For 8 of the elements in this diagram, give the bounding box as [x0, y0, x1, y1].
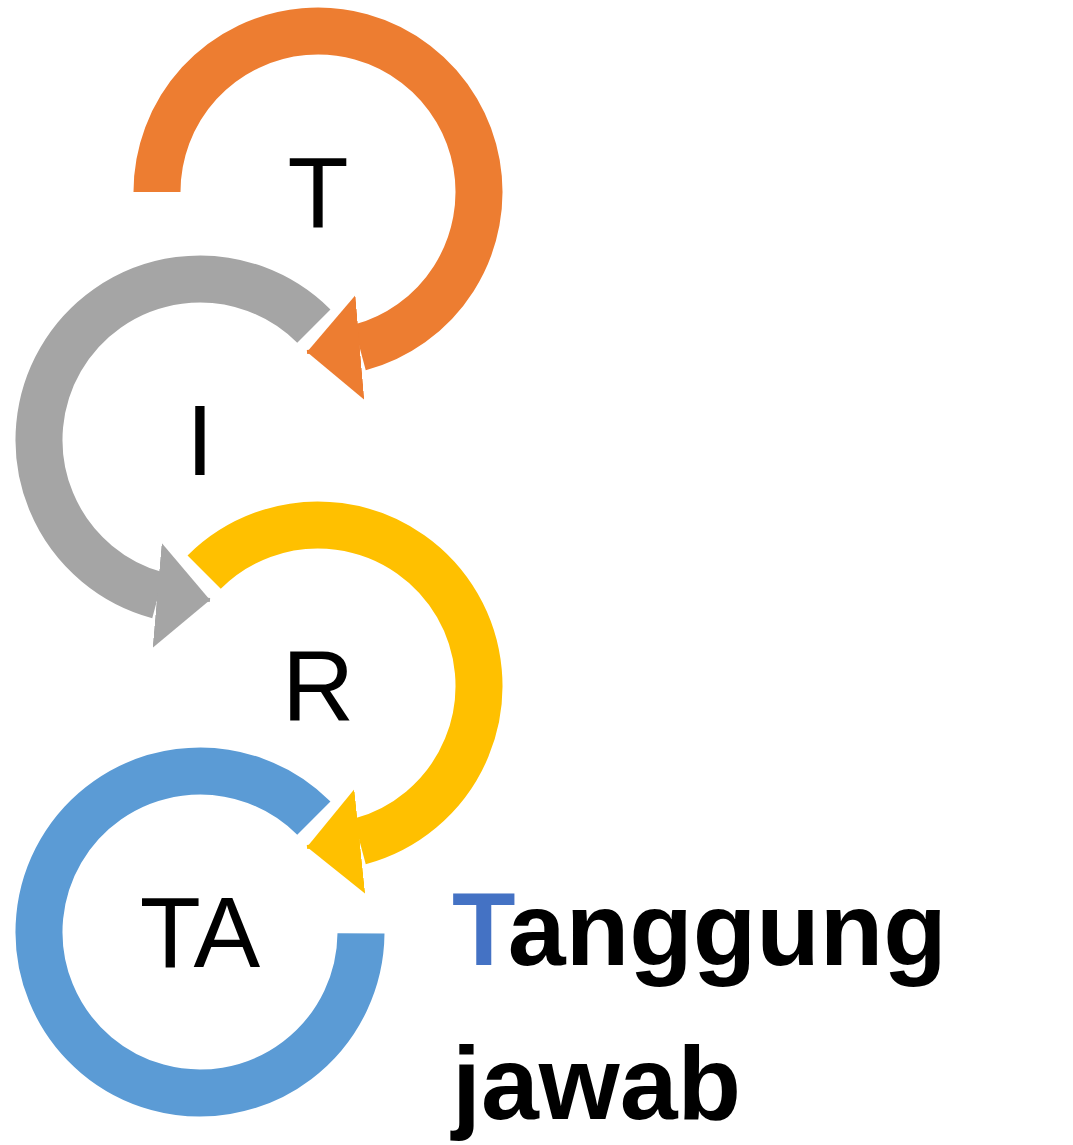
arrow [152, 543, 211, 648]
arrow [306, 295, 365, 400]
node-letter: R [281, 636, 355, 736]
arrow [306, 789, 366, 894]
caption-text: Tanggung jawab [452, 870, 948, 1143]
node-letter: TA [139, 882, 261, 982]
node-letter: I [186, 390, 214, 490]
node-letter: T [287, 142, 349, 242]
